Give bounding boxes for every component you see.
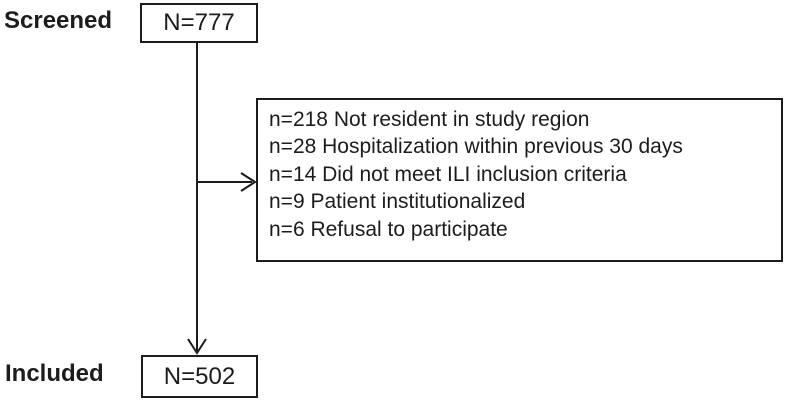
included-count-value: N=502 [163,362,236,390]
exclusion-reason: n=28 Hospitalization within previous 30 … [269,135,683,159]
exclusion-reason: n=9 Patient institutionalized [269,190,526,214]
screened-label: Screened [4,7,113,34]
screened-count-value: N=777 [163,9,235,36]
right-arrowhead-icon [240,172,257,192]
exclusion-reason: n=6 Refusal to participate [269,217,508,241]
included-label: Included [5,360,104,387]
exclusion-reason: n=14 Did not meet ILI inclusion criteria [269,162,627,186]
exclusion-reason: n=218 Not resident in study region [269,108,590,131]
down-arrowhead-icon [187,338,207,355]
screened-count-box: N=777 [140,3,258,43]
included-count-box: N=502 [141,355,258,398]
exclusion-reasons-box: n=218 Not resident in study region n=28 … [256,98,783,262]
